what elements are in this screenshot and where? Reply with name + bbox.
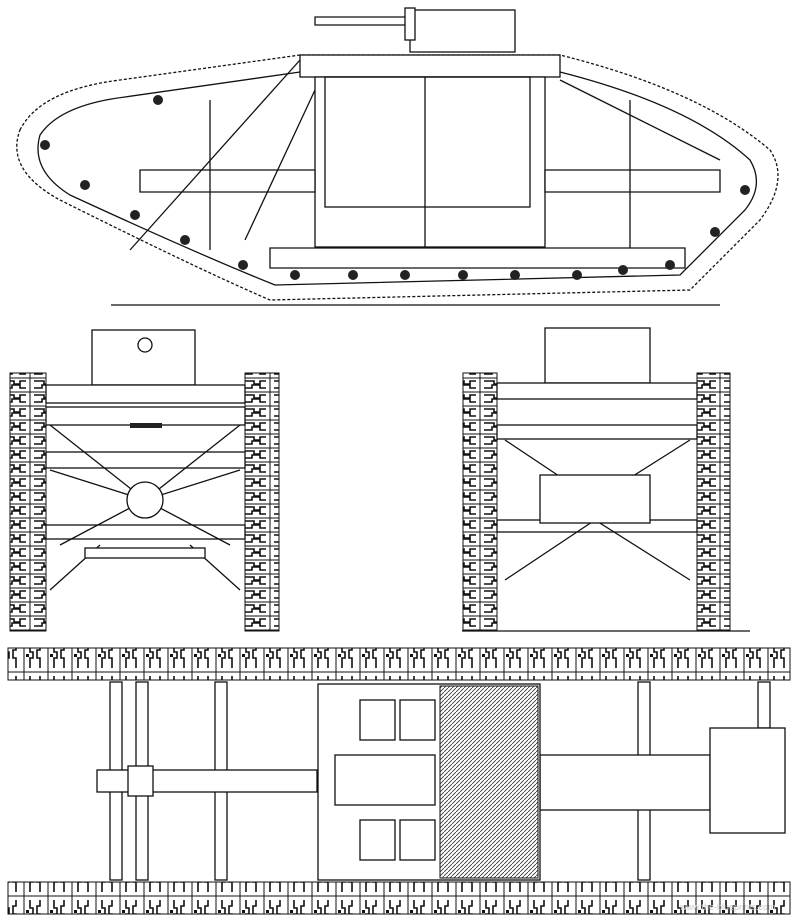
watermark: www.the-blueprints.com <box>679 902 776 912</box>
rear-left-track <box>462 372 498 632</box>
front-view <box>9 329 280 632</box>
side-gun <box>314 16 411 26</box>
side-track-outline <box>16 54 779 301</box>
top-view: www.the-blueprints.com <box>7 647 791 915</box>
side-view <box>16 7 779 306</box>
front-left-track <box>9 372 47 632</box>
rear-box <box>539 474 651 524</box>
rear-right-track <box>696 372 731 632</box>
rear-view <box>462 327 750 632</box>
top-rear-box <box>709 727 786 834</box>
top-lower-track <box>7 881 791 915</box>
side-hull <box>299 54 561 78</box>
side-turret <box>409 9 516 53</box>
top-upper-track <box>7 647 791 681</box>
front-right-track <box>244 372 280 632</box>
